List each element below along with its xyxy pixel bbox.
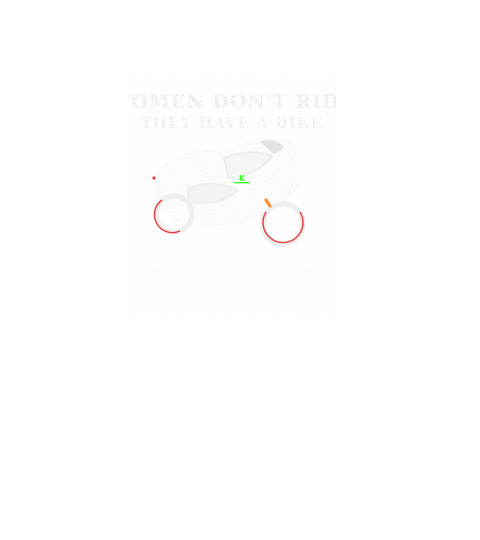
headline-group: WOMEN DON'T RIDE THEY HAVE A BIKE [128, 91, 336, 132]
brand-logo: K [234, 174, 250, 184]
fork-accent [264, 198, 272, 208]
windscreen [260, 140, 284, 154]
rear-wheel [153, 193, 195, 235]
artwork-svg: WOMEN DON'T RIDE THEY HAVE A BIKE [128, 78, 336, 314]
engine-panel [187, 183, 239, 204]
front-rim [262, 211, 304, 244]
brand-logo-bar [234, 182, 250, 184]
rear-rim [153, 199, 181, 234]
tail-light [152, 176, 156, 180]
brand-logo-letter: K [239, 174, 246, 183]
tshirt-print-artwork: WOMEN DON'T RIDE THEY HAVE A BIKE [128, 78, 336, 314]
motorcycle-illustration: K [152, 138, 306, 247]
lower-print-texture [145, 261, 321, 295]
front-wheel [260, 201, 306, 247]
headline-line1: WOMEN DON'T RIDE [128, 91, 336, 113]
headline-line2: THEY HAVE A BIKE [141, 114, 324, 132]
